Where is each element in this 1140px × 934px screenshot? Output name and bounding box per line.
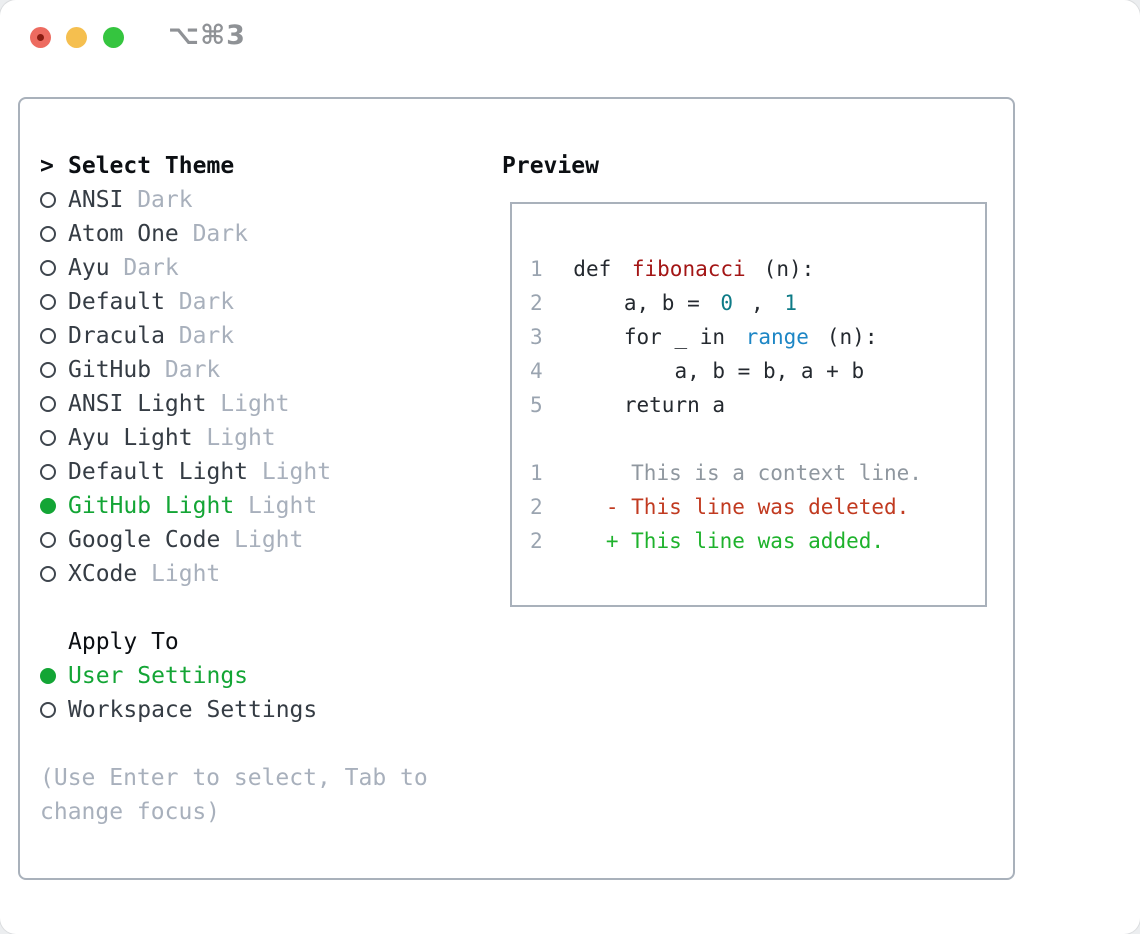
theme-variant-label: Light <box>151 561 221 587</box>
theme-option-default-light[interactable]: Default Light Light <box>40 455 428 489</box>
apply-option-label: Workspace Settings <box>68 697 318 723</box>
apply-to-header: Apply To <box>68 629 179 655</box>
theme-option-google-code[interactable]: Google Code Light <box>40 523 428 557</box>
theme-option-label: ANSI Light <box>68 391 207 417</box>
code-line <box>530 422 977 456</box>
radio-unselected-icon <box>40 362 56 378</box>
theme-option-label: Default <box>68 289 165 315</box>
radio-unselected-icon <box>40 328 56 344</box>
close-button[interactable] <box>30 27 51 48</box>
theme-option-label: Ayu Light <box>68 425 193 451</box>
spacer <box>40 727 428 761</box>
apply-to-header-row: Apply To <box>40 625 428 659</box>
title-bar: ⌥⌘3 <box>0 0 1140 70</box>
help-text-line-1: (Use Enter to select, Tab to <box>40 765 428 791</box>
theme-variant-label: Dark <box>178 289 235 315</box>
radio-unselected-icon <box>40 566 56 582</box>
theme-option-label: GitHub Light <box>68 493 235 519</box>
select-theme-header-row: > Select Theme <box>40 149 428 183</box>
radio-selected-icon <box>40 668 56 684</box>
radio-selected-icon <box>40 498 56 514</box>
radio-unselected-icon <box>40 226 56 242</box>
theme-option-atom-one[interactable]: Atom One Dark <box>40 217 428 251</box>
code-line: 1 This is a context line. <box>530 461 922 485</box>
theme-option-ayu[interactable]: Ayu Dark <box>40 251 428 285</box>
theme-option-label: GitHub <box>68 357 152 383</box>
theme-option-ansi-light[interactable]: ANSI Light Light <box>40 387 428 421</box>
theme-option-github[interactable]: GitHub Dark <box>40 353 428 387</box>
theme-variant-label: Dark <box>192 221 248 247</box>
apply-option-label: User Settings <box>68 663 249 689</box>
code-line: 3 for _ in range(n): <box>530 325 878 349</box>
theme-option-ayu-light[interactable]: Ayu Light Light <box>40 421 428 455</box>
theme-option-label: Dracula <box>68 323 165 349</box>
select-theme-header: Select Theme <box>68 153 235 179</box>
apply-option-user-settings[interactable]: User Settings <box>40 659 428 693</box>
code-line: 4 a, b = b, a + b <box>530 359 865 383</box>
radio-unselected-icon <box>40 192 56 208</box>
code-line: 1 def fibonacci(n): <box>530 257 815 281</box>
theme-variant-label: Dark <box>178 323 235 349</box>
radio-unselected-icon <box>40 464 56 480</box>
radio-unselected-icon <box>40 702 56 718</box>
theme-option-label: Ayu <box>68 255 110 281</box>
theme-option-xcode[interactable]: XCode Light <box>40 557 428 591</box>
code-line: 2 - This line was deleted. <box>530 495 910 519</box>
help-text-line-2: change focus) <box>40 799 221 825</box>
theme-option-label: ANSI <box>68 187 124 213</box>
theme-option-default[interactable]: Default Dark <box>40 285 428 319</box>
apply-option-workspace-settings[interactable]: Workspace Settings <box>40 693 428 727</box>
theme-option-dracula[interactable]: Dracula Dark <box>40 319 428 353</box>
theme-option-label: Atom One <box>68 221 179 247</box>
code-line: 2 + This line was added. <box>530 529 885 553</box>
theme-variant-label: Dark <box>123 255 179 281</box>
unsaved-dot-icon <box>37 34 44 41</box>
window-title: ⌥⌘3 <box>168 20 246 51</box>
code-line: 2 a, b = 0, 1 <box>530 291 797 315</box>
radio-unselected-icon <box>40 294 56 310</box>
theme-option-ansi[interactable]: ANSI Dark <box>40 183 428 217</box>
theme-variant-label: Light <box>247 493 318 519</box>
theme-option-label: XCode <box>68 561 138 587</box>
theme-variant-label: Dark <box>164 357 221 383</box>
theme-variant-label: Dark <box>137 187 193 213</box>
radio-unselected-icon <box>40 396 56 412</box>
preview-box: 1 def fibonacci(n): 2 a, b = 0, 1 3 for _ … <box>510 202 987 607</box>
theme-option-label: Default Light <box>68 459 249 485</box>
maximize-button[interactable] <box>103 27 124 48</box>
spacer <box>40 591 428 625</box>
theme-variant-label: Light <box>206 425 276 451</box>
preview-header: Preview <box>502 153 599 179</box>
theme-variant-label: Light <box>220 391 290 417</box>
theme-variant-label: Light <box>234 527 304 553</box>
radio-unselected-icon <box>40 532 56 548</box>
prompt-icon: > <box>40 153 54 179</box>
radio-unselected-icon <box>40 430 56 446</box>
theme-variant-label: Light <box>261 459 332 485</box>
code-preview: 1 def fibonacci(n): 2 a, b = 0, 1 3 for _ … <box>512 204 985 558</box>
theme-option-github-light[interactable]: GitHub Light Light <box>40 489 428 523</box>
minimize-button[interactable] <box>66 27 87 48</box>
theme-option-label: Google Code <box>68 527 221 553</box>
code-line: 5 return a <box>530 393 726 417</box>
radio-unselected-icon <box>40 260 56 276</box>
